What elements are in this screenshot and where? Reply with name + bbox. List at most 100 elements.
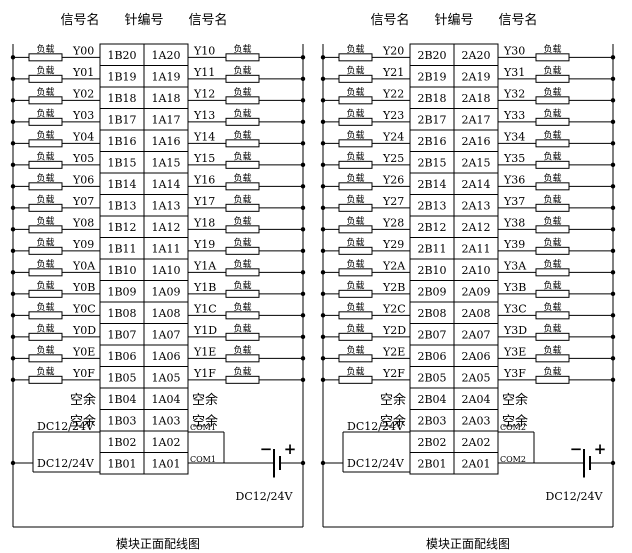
load-label: 负载 <box>233 150 251 162</box>
junction-dot <box>10 334 16 340</box>
load-resistor <box>338 74 373 83</box>
pin-label-1A04: 1A04 <box>152 393 181 406</box>
signal-label-Y3C: Y3C <box>503 302 527 315</box>
junction-dot <box>10 248 16 254</box>
junction-dot <box>610 377 616 383</box>
junction-dot <box>10 141 16 146</box>
junction-dot <box>320 205 326 211</box>
pin-label-2B03: 2B03 <box>417 414 446 427</box>
pin-label-2B13: 2B13 <box>417 199 446 212</box>
battery-voltage-label: DC12/24V <box>236 490 294 503</box>
load-label: 负载 <box>36 365 54 377</box>
junction-dot <box>320 184 326 189</box>
pin-label-2B20: 2B20 <box>417 49 446 62</box>
pin-label-1A08: 1A08 <box>152 307 181 320</box>
load-label: 负载 <box>36 236 54 248</box>
load-resistor <box>28 182 63 191</box>
junction-dot <box>610 334 616 340</box>
dc-supply-label: DC12/24V <box>37 457 95 470</box>
junction-dot <box>320 270 326 275</box>
junction-dot <box>300 377 306 383</box>
signal-label-Y28: Y28 <box>382 216 404 229</box>
signal-label-Y1D: Y1D <box>193 324 217 337</box>
signal-label-Y1C: Y1C <box>193 302 217 315</box>
signal-label-Y0D: Y0D <box>72 324 96 337</box>
load-resistor <box>225 182 260 191</box>
signal-label-Y13: Y13 <box>193 109 215 122</box>
load-resistor <box>28 203 63 212</box>
load-label: 负载 <box>346 107 364 119</box>
load-label: 负载 <box>543 64 561 76</box>
load-label: 负载 <box>233 279 251 291</box>
load-resistor <box>225 289 260 298</box>
signal-label-Y36: Y36 <box>503 173 525 186</box>
signal-label-Y00: Y00 <box>72 44 94 57</box>
load-label: 负载 <box>36 129 54 141</box>
load-resistor <box>225 203 260 212</box>
junction-dot <box>610 313 616 318</box>
dc-supply-label: DC12/24V <box>347 420 405 433</box>
signal-label-Y33: Y33 <box>503 109 525 122</box>
pin-label-1B19: 1B19 <box>107 70 136 83</box>
load-label: 负载 <box>346 64 364 76</box>
junction-dot <box>10 377 16 383</box>
pin-label-1A19: 1A19 <box>152 70 181 83</box>
load-resistor <box>28 74 63 83</box>
pin-label-1A07: 1A07 <box>152 328 181 341</box>
load-resistor <box>225 332 260 341</box>
signal-label-Y1F: Y1F <box>193 367 216 380</box>
signal-label-Y09: Y09 <box>72 238 94 251</box>
load-resistor <box>535 74 570 83</box>
load-resistor <box>28 268 63 277</box>
com-label: COM2 <box>500 455 526 464</box>
load-resistor <box>535 53 570 62</box>
load-label: 负载 <box>346 129 364 141</box>
load-label: 负载 <box>233 322 251 334</box>
header-signal-left: 信号名 <box>60 12 99 28</box>
signal-label-Y32: Y32 <box>503 87 525 100</box>
junction-dot <box>300 313 306 318</box>
load-resistor <box>28 289 63 298</box>
signal-label-Y16: Y16 <box>193 173 215 186</box>
pin-label-2A16: 2A16 <box>462 135 491 148</box>
pin-label-2A15: 2A15 <box>462 156 491 169</box>
load-resistor <box>535 289 570 298</box>
pin-label-1A09: 1A09 <box>152 285 181 298</box>
load-resistor <box>338 53 373 62</box>
load-label: 负载 <box>36 43 54 55</box>
junction-dot <box>610 291 616 297</box>
spare-label: 空余 <box>502 413 528 429</box>
load-label: 负载 <box>36 107 54 119</box>
pin-label-2B10: 2B10 <box>417 264 446 277</box>
load-label: 负载 <box>346 322 364 334</box>
load-resistor <box>225 160 260 169</box>
signal-label-Y22: Y22 <box>382 87 404 100</box>
load-label: 负载 <box>36 172 54 184</box>
pin-label-2B18: 2B18 <box>417 92 446 105</box>
junction-dot <box>320 141 326 146</box>
junction-dot <box>320 119 326 125</box>
pin-label-1A17: 1A17 <box>152 113 181 126</box>
junction-dot <box>320 291 326 297</box>
junction-dot <box>10 227 16 232</box>
signal-label-Y3B: Y3B <box>503 281 526 294</box>
pin-label-1B02: 1B02 <box>107 436 136 449</box>
load-resistor <box>28 96 63 105</box>
load-resistor <box>535 246 570 255</box>
junction-dot <box>10 119 16 125</box>
spare-label: 空余 <box>502 392 528 408</box>
header-signal-left: 信号名 <box>370 12 409 28</box>
load-resistor <box>535 182 570 191</box>
pin-label-2B01: 2B01 <box>417 457 446 470</box>
load-label: 负载 <box>346 150 364 162</box>
junction-dot <box>610 76 616 82</box>
pin-label-2B06: 2B06 <box>417 350 446 363</box>
junction-dot <box>300 162 306 168</box>
battery-voltage-label: DC12/24V <box>546 490 604 503</box>
pin-label-1B20: 1B20 <box>107 49 136 62</box>
pin-label-2A11: 2A11 <box>462 242 491 255</box>
pin-label-1A05: 1A05 <box>152 371 181 384</box>
pin-label-1B15: 1B15 <box>107 156 136 169</box>
load-resistor <box>535 375 570 384</box>
